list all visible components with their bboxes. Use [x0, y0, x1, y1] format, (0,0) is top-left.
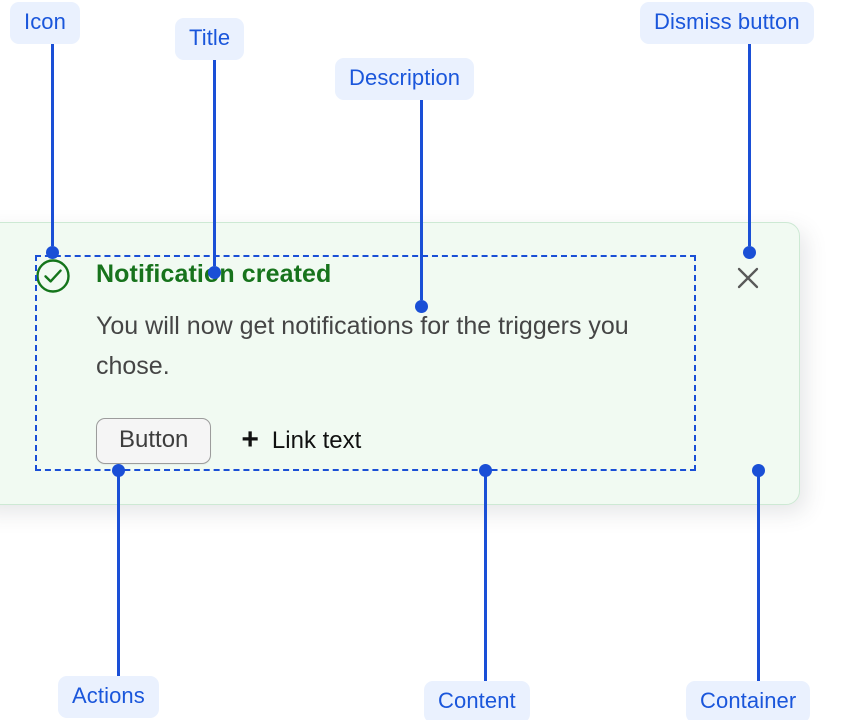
leader-line-desc	[420, 98, 423, 300]
leader-dot-title	[208, 266, 221, 279]
link-action-label: Link text	[271, 427, 362, 454]
leader-dot-actions	[112, 464, 125, 477]
leader-dot-dismiss	[743, 246, 756, 259]
plus-icon: +	[241, 423, 259, 456]
leader-line-container	[757, 476, 760, 681]
annotation-label-title: Title	[175, 18, 245, 60]
leader-line-dismiss	[748, 42, 751, 246]
annotation-label-container: Container	[686, 681, 811, 720]
annotation-label-actions: Actions	[58, 676, 159, 718]
leader-line-actions	[117, 476, 120, 676]
check-circle-icon	[35, 258, 71, 294]
close-icon[interactable]	[733, 263, 763, 293]
notification-description: You will now get notifications for the t…	[96, 312, 629, 380]
annotation-label-dismiss: Dismiss button	[640, 2, 814, 44]
leader-dot-desc	[415, 300, 428, 313]
leader-dot-icon	[46, 246, 59, 259]
notification-actions: Button + Link text	[96, 418, 361, 464]
annotation-label-desc: Description	[335, 58, 475, 100]
leader-dot-content	[479, 464, 492, 477]
annotation-label-content: Content	[424, 681, 530, 720]
action-button[interactable]: Button	[96, 418, 212, 464]
add-link-action[interactable]: + Link text	[241, 423, 362, 456]
leader-line-content	[484, 476, 487, 681]
leader-dot-container	[752, 464, 765, 477]
leader-line-icon	[51, 42, 54, 246]
annotation-label-icon: Icon	[10, 2, 80, 44]
leader-line-title	[213, 58, 216, 266]
